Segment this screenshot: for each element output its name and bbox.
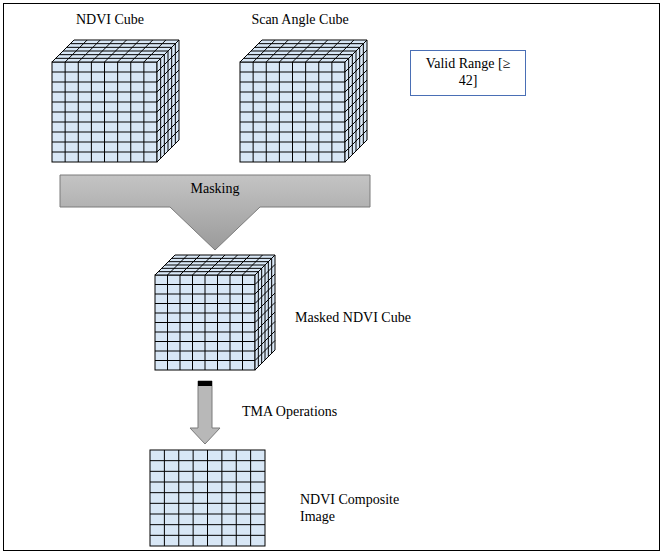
grid-line xyxy=(171,47,172,147)
grid-line xyxy=(165,265,265,266)
grid-line xyxy=(175,44,176,144)
grid-line xyxy=(158,271,258,272)
cube-top xyxy=(52,40,179,62)
cube-front xyxy=(240,62,345,162)
range-box: Valid Range [≥ 42] xyxy=(410,50,526,96)
cube-front xyxy=(155,275,255,370)
grid-line xyxy=(150,535,265,536)
grid-line xyxy=(193,450,194,546)
grid-line xyxy=(155,341,255,342)
grid-line xyxy=(240,142,345,143)
grid-line xyxy=(155,313,255,314)
grid-line xyxy=(268,262,269,357)
cube-top xyxy=(155,255,275,275)
grid-line xyxy=(164,450,165,546)
grid-line xyxy=(155,351,255,352)
grid-line xyxy=(255,47,360,48)
grid-line xyxy=(52,152,157,153)
grid-line xyxy=(52,82,157,83)
grid-line xyxy=(247,54,352,55)
grid-line xyxy=(258,272,259,367)
grid-line xyxy=(164,55,165,155)
grid-line xyxy=(52,142,157,143)
edge-label: TMA Operations xyxy=(242,404,337,420)
grid-line xyxy=(250,450,251,546)
node-outline xyxy=(225,10,395,180)
node-label: Masked NDVI Cube xyxy=(295,310,420,327)
grid-line xyxy=(52,122,157,123)
grid-line xyxy=(168,51,169,151)
grid-line xyxy=(359,47,360,147)
grid-line xyxy=(240,112,345,113)
node-outline xyxy=(40,10,200,180)
cube-front xyxy=(52,62,157,162)
data-cube: NDVI Cube xyxy=(40,10,200,180)
grid-line xyxy=(52,132,157,133)
arrow-body xyxy=(190,381,220,444)
grid-line xyxy=(168,261,268,262)
grid-line xyxy=(162,268,262,269)
grid-line xyxy=(240,122,345,123)
grid-line xyxy=(150,460,265,461)
composite-grid: NDVI Composite Image xyxy=(148,448,418,548)
grid-line xyxy=(160,58,161,158)
grid-line xyxy=(155,360,255,361)
grid-line xyxy=(155,284,255,285)
grid-line xyxy=(155,303,255,304)
grid-line xyxy=(52,72,157,73)
grid-line xyxy=(155,322,255,323)
grid-line xyxy=(240,132,345,133)
block-arrow xyxy=(190,381,220,444)
grid-line xyxy=(240,152,345,153)
grid-line xyxy=(59,54,164,55)
grid-line xyxy=(261,268,262,363)
grid-line xyxy=(150,492,265,493)
grid-line xyxy=(271,258,272,353)
cube-top xyxy=(240,40,367,62)
grid-line xyxy=(178,450,179,546)
grid-line xyxy=(155,294,255,295)
grid-line xyxy=(348,58,349,158)
grid-line xyxy=(363,44,364,144)
grid-line xyxy=(52,112,157,113)
grid-line xyxy=(356,51,357,151)
grid-line xyxy=(150,514,265,515)
grid-line xyxy=(240,102,345,103)
grid-line xyxy=(70,43,175,44)
grid-line xyxy=(67,47,172,48)
node-label: Valid Range [≥ 42] xyxy=(417,56,519,90)
node-label: NDVI Composite Image xyxy=(300,492,415,526)
data-cube: Scan Angle Cube xyxy=(225,10,395,180)
data-cube: Masked NDVI Cube xyxy=(150,250,420,375)
grid-line xyxy=(63,51,168,52)
process-arrow: Masking xyxy=(55,172,375,254)
grid-line xyxy=(150,471,265,472)
grid-line xyxy=(251,51,356,52)
grid-line xyxy=(352,55,353,155)
grid-line xyxy=(52,92,157,93)
cube-side xyxy=(255,255,275,370)
node-label: NDVI Cube xyxy=(40,12,180,29)
grid-line xyxy=(221,450,222,546)
grid-line xyxy=(172,258,272,259)
grid-line xyxy=(56,58,161,59)
grid-line xyxy=(240,72,345,73)
grid-line xyxy=(150,482,265,483)
grid-line xyxy=(240,92,345,93)
frame-border xyxy=(4,4,660,551)
grid-line xyxy=(150,503,265,504)
grid-line xyxy=(236,450,237,546)
grid-line xyxy=(244,58,349,59)
grid-line xyxy=(52,102,157,103)
image-grid xyxy=(150,450,265,546)
grid-line xyxy=(258,43,363,44)
grid-line xyxy=(155,332,255,333)
arrow-cap xyxy=(198,381,212,386)
grid-line xyxy=(265,265,266,360)
node-label: Scan Angle Cube xyxy=(225,12,375,29)
grid-line xyxy=(240,82,345,83)
node-label: Masking xyxy=(55,181,375,198)
grid-line xyxy=(207,450,208,546)
grid-line xyxy=(150,524,265,525)
